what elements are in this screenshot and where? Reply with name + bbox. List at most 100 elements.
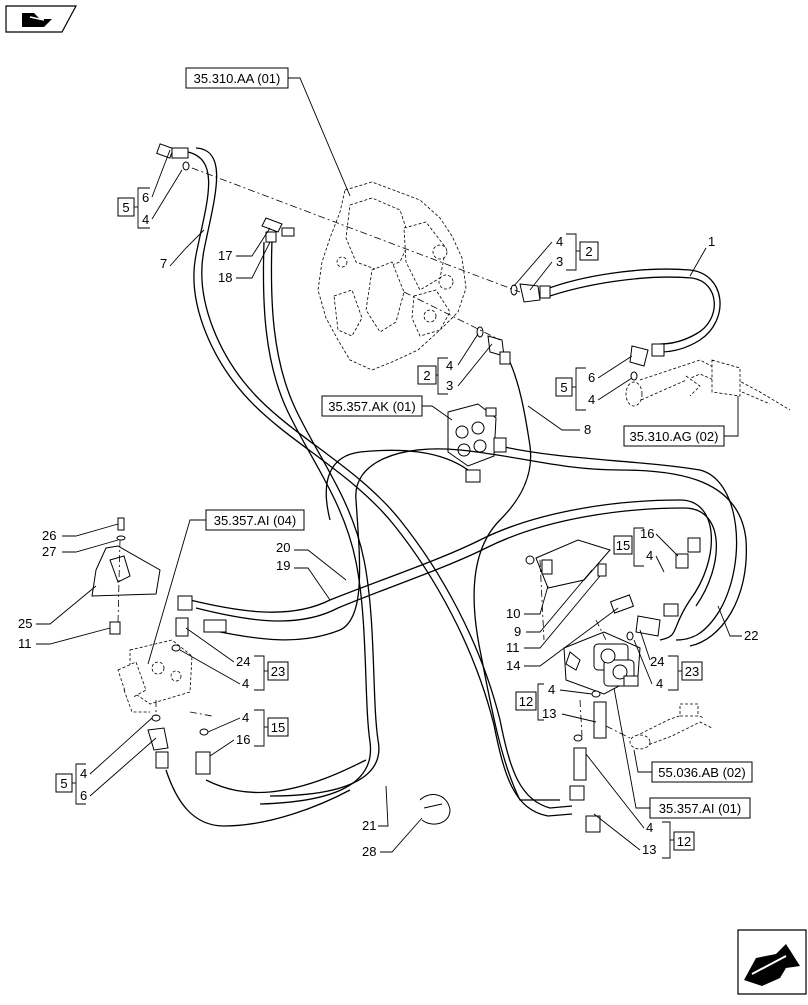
callout-label: 12 (519, 694, 533, 709)
fitting-14 (609, 594, 635, 614)
callout-label: 3 (556, 254, 563, 269)
callout-label: 4 (242, 710, 249, 725)
lift-cylinder (625, 359, 791, 411)
ref-55-036-ab[interactable]: 55.036.AB (02) (651, 761, 753, 783)
callout-label: 5 (60, 776, 67, 791)
callout-label: 12 (677, 834, 691, 849)
callout-label: 18 (218, 270, 232, 285)
ref-35-310-ag[interactable]: 35.310.AG (02) (623, 425, 725, 447)
callout-label: 4 (142, 212, 149, 227)
callout-label: 3 (446, 378, 453, 393)
callout-label: 5 (560, 380, 567, 395)
callout-label: 4 (556, 234, 563, 249)
callout-label: 4 (446, 358, 453, 373)
kit-5-right: 5 (555, 367, 586, 411)
callout-label: 16 (236, 732, 250, 747)
callout-label: 7 (160, 256, 167, 271)
kit-15-right: 15 (613, 527, 644, 567)
callout-label: 35.357.AI (04) (214, 513, 296, 528)
control-valve-block (317, 181, 467, 371)
kit-2-mid: 2 (417, 357, 448, 395)
callout-label: 6 (142, 190, 149, 205)
fitting-13a (591, 690, 607, 739)
kit-12-right: 12 (662, 821, 695, 859)
callout-label: 11 (18, 636, 32, 651)
hose-20 (189, 499, 713, 641)
callout-label: 27 (42, 544, 56, 559)
callout-label: 16 (640, 526, 654, 541)
callout-label: 1 (708, 234, 715, 249)
kit-23-right: 23 (668, 655, 703, 691)
callout-label: 4 (80, 766, 87, 781)
mounting-bracket (525, 539, 611, 589)
hose-21 (209, 448, 747, 647)
fitting-6-left (147, 714, 169, 769)
callout-label: 8 (584, 422, 591, 437)
callout-label: 10 (506, 606, 520, 621)
fitting-24-right (626, 603, 679, 641)
callout-label: 24 (650, 654, 664, 669)
callout-label: 6 (588, 370, 595, 385)
fitting-13b (569, 734, 601, 833)
left-valve-block (117, 639, 193, 713)
callout-label: 23 (271, 664, 285, 679)
fitting-ak (465, 437, 507, 483)
solenoid-valve-assembly (563, 631, 641, 695)
fitting-top-left (156, 143, 190, 171)
fitting-16-left (195, 728, 211, 775)
kit-23-left: 23 (254, 655, 289, 691)
hose-lower-left (165, 769, 351, 827)
callout-label: 4 (588, 392, 595, 407)
left-bracket (91, 517, 161, 635)
fitting-6-right (629, 343, 665, 381)
callout-label: 15 (271, 720, 285, 735)
next-page-arrow-icon[interactable] (737, 929, 807, 995)
hose-18 (269, 239, 380, 797)
back-arrow-icon[interactable] (5, 5, 78, 33)
kit-5-top-left: 5 (117, 187, 150, 229)
callout-label: 11 (506, 640, 520, 655)
ref-35-357-ai-01[interactable]: 35.357.AI (01) (649, 797, 751, 819)
callout-label: 17 (218, 248, 232, 263)
callout-label: 13 (542, 706, 556, 721)
callout-label: 35.310.AG (02) (630, 429, 719, 444)
kit-5-lower-left: 5 (55, 763, 86, 805)
ref-35-357-ak[interactable]: 35.357.AK (01) (321, 395, 423, 417)
electrical-connector (629, 703, 713, 750)
callout-label: 19 (276, 558, 290, 573)
fitting-17 (261, 217, 295, 243)
callout-label: 13 (642, 842, 656, 857)
callout-label: 25 (18, 616, 32, 631)
hose-8 (473, 353, 560, 801)
ref-35-357-ai-04[interactable]: 35.357.AI (04) (205, 509, 305, 531)
fitting-24-left (171, 595, 227, 652)
kit-12-mid: 12 (515, 683, 544, 721)
ref-35-310-aa[interactable]: 35.310.AA (01) (185, 67, 289, 89)
callout-label: 4 (242, 676, 249, 691)
fitting-16-right (675, 537, 701, 569)
callout-label: 55.036.AB (02) (658, 765, 745, 780)
callout-label: 22 (744, 628, 758, 643)
callout-label: 15 (616, 538, 630, 553)
callout-label: 28 (362, 844, 376, 859)
callout-label: 4 (548, 682, 555, 697)
callout-label: 20 (276, 540, 290, 555)
callout-label: 24 (236, 654, 250, 669)
hose-clamp-28 (419, 794, 451, 825)
callout-label: 35.357.AK (01) (328, 399, 415, 414)
callout-label: 6 (80, 788, 87, 803)
callout-label: 35.357.AI (01) (659, 801, 741, 816)
callout-label: 4 (646, 820, 653, 835)
hose-7 (195, 147, 573, 809)
callout-label: 4 (656, 676, 663, 691)
kit-2-top: 2 (566, 233, 599, 271)
hose-1 (543, 268, 721, 353)
hose-22 (499, 445, 738, 641)
callout-label: 23 (685, 664, 699, 679)
callout-label: 2 (585, 244, 592, 259)
hose-ak (325, 449, 469, 521)
callout-label: 9 (514, 624, 521, 639)
kit-15-left: 15 (254, 709, 289, 747)
callout-label: 14 (506, 658, 520, 673)
